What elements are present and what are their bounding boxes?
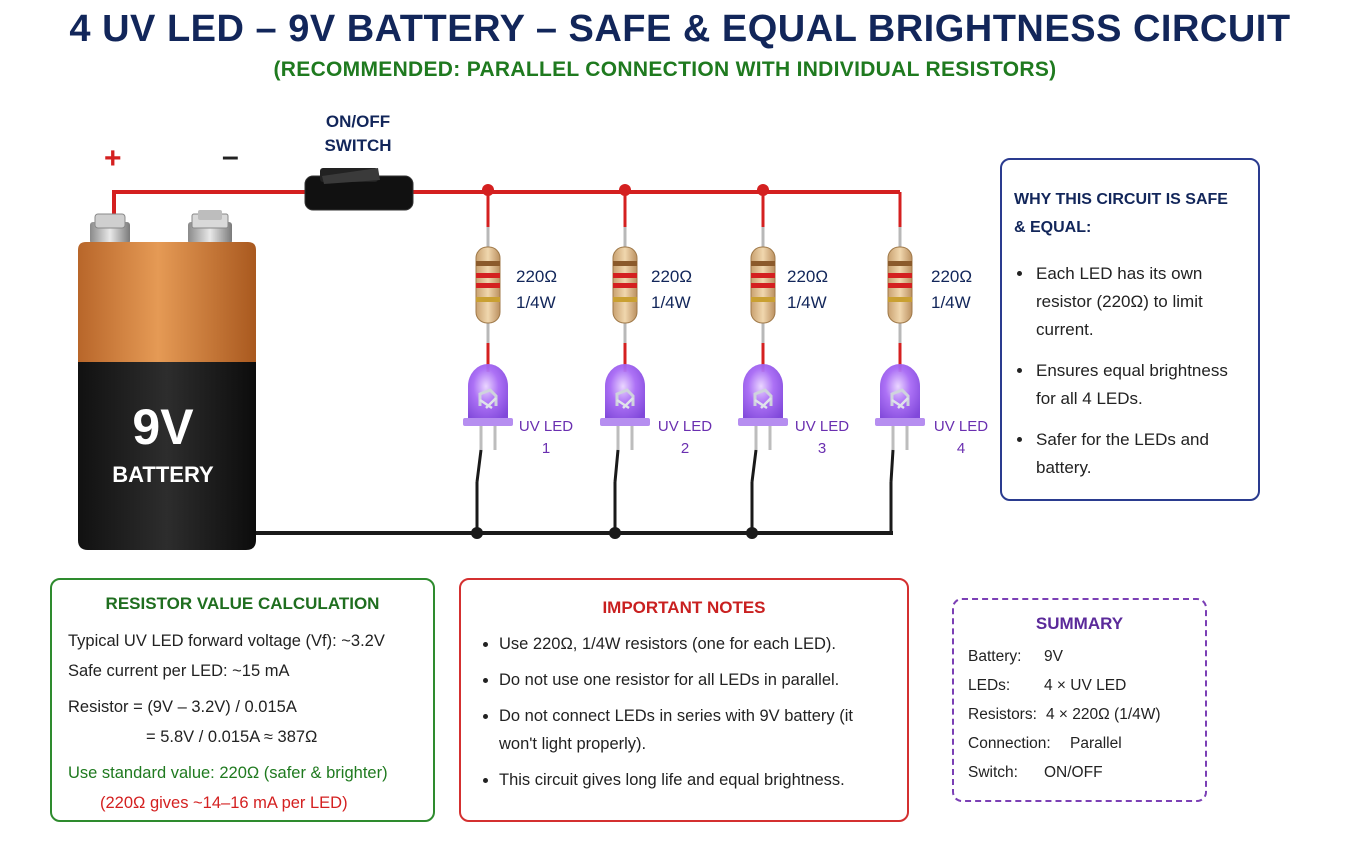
led-name: UV LED (657, 418, 713, 435)
resistor-value: 220Ω (931, 267, 973, 286)
list-item: Ensures equal brightness for all 4 LEDs. (1034, 357, 1244, 413)
important-notes-box: IMPORTANT NOTES Use 220Ω, 1/4W resistors… (459, 578, 909, 822)
summary-box: SUMMARY Battery: 9V LEDs: 4 × UV LED Resis… (952, 598, 1207, 802)
list-item: Do not use one resistor for all LEDs in … (499, 666, 887, 694)
list-item: Do not connect LEDs in series with 9V ba… (499, 702, 887, 758)
resistor-label-4: 220Ω 1/4W (931, 264, 972, 316)
summary-row: Switch: ON/OFF (968, 758, 1191, 787)
resistor-1 (474, 225, 502, 345)
resistor-calculation-box: RESISTOR VALUE CALCULATION Typical UV LE… (50, 578, 435, 822)
led-name: UV LED (933, 418, 989, 435)
led-name: UV LED (518, 418, 574, 435)
switch-label: ON/OFF SWITCH (300, 110, 416, 158)
battery-icon (78, 210, 256, 550)
resistor-power: 1/4W (787, 293, 827, 312)
summary-row: Connection: Parallel (968, 729, 1191, 758)
resistor-label-1: 220Ω 1/4W (516, 264, 557, 316)
battery-plus-sign: + (104, 142, 122, 175)
resistor-power: 1/4W (516, 293, 556, 312)
list-item: Safer for the LEDs and battery. (1034, 426, 1244, 482)
battery-name: BATTERY (112, 462, 214, 487)
notes-title: IMPORTANT NOTES (602, 598, 766, 617)
uv-led-3 (736, 362, 790, 452)
battery-voltage: 9V (132, 399, 194, 455)
led-label-1: UV LED 1 (516, 416, 576, 460)
calc-recommendation: Use standard value: 220Ω (safer & bright… (68, 764, 388, 782)
summary-value: 4 × 220Ω (1/4W) (1046, 706, 1161, 723)
resistor-label-3: 220Ω 1/4W (787, 264, 828, 316)
list-item: This circuit gives long life and equal b… (499, 766, 887, 794)
resistor-power: 1/4W (931, 293, 971, 312)
calc-line: Safe current per LED: ~15 mA (68, 662, 290, 680)
page-subtitle: (RECOMMENDED: PARALLEL CONNECTION WITH I… (273, 58, 1057, 81)
junction-dot (609, 527, 621, 539)
resistor-label-2: 220Ω 1/4W (651, 264, 692, 316)
summary-value: ON/OFF (1044, 764, 1103, 781)
summary-row: Battery: 9V (968, 642, 1191, 671)
summary-title: SUMMARY (1035, 614, 1124, 633)
resistor-power: 1/4W (651, 293, 691, 312)
why-title-line2: & EQUAL: (1014, 219, 1092, 236)
why-safe-list: Each LED has its own resistor (220Ω) to … (1014, 260, 1244, 482)
junction-dot (619, 184, 631, 196)
led-number: 1 (541, 440, 551, 457)
led-name: UV LED (794, 418, 850, 435)
calc-line: = 5.8V / 0.015A ≈ 387Ω (146, 728, 318, 746)
junction-dot (482, 184, 494, 196)
calc-line: Typical UV LED forward voltage (Vf): ~3.… (68, 632, 385, 650)
led-number: 4 (956, 440, 966, 457)
summary-key: LEDs: (968, 677, 1011, 694)
summary-value: 9V (1044, 648, 1063, 665)
calc-current-note: (220Ω gives ~14–16 mA per LED) (100, 794, 348, 812)
why-title-line1: WHY THIS CIRCUIT IS SAFE (1014, 191, 1228, 208)
resistor-2 (611, 225, 639, 345)
summary-key: Battery: (968, 648, 1022, 665)
page-title: 4 UV LED – 9V BATTERY – SAFE & EQUAL BRI… (69, 8, 1291, 50)
battery-minus-sign: – (222, 140, 239, 173)
resistor-value: 220Ω (516, 267, 558, 286)
uv-led-1 (461, 362, 515, 452)
led-number: 2 (680, 440, 690, 457)
summary-key: Resistors: (968, 706, 1037, 723)
why-safe-box: WHY THIS CIRCUIT IS SAFE & EQUAL: Each L… (1000, 158, 1260, 501)
led-number: 3 (817, 440, 827, 457)
switch-icon (304, 168, 414, 211)
resistor-value: 220Ω (787, 267, 829, 286)
summary-row: LEDs: 4 × UV LED (968, 671, 1191, 700)
list-item: Each LED has its own resistor (220Ω) to … (1034, 260, 1244, 344)
summary-key: Switch: (968, 764, 1018, 781)
junction-dot (471, 527, 483, 539)
notes-list: Use 220Ω, 1/4W resistors (one for each L… (481, 630, 887, 794)
why-safe-title: WHY THIS CIRCUIT IS SAFE & EQUAL: (1014, 186, 1244, 242)
junction-dot (746, 527, 758, 539)
summary-row: Resistors: 4 × 220Ω (1/4W) (968, 700, 1191, 729)
list-item: Use 220Ω, 1/4W resistors (one for each L… (499, 630, 887, 658)
led-label-3: UV LED 3 (792, 416, 852, 460)
led-label-4: UV LED 4 (931, 416, 991, 460)
resistor-value: 220Ω (651, 267, 693, 286)
switch-label-line1: ON/OFF (325, 112, 391, 131)
summary-key: Connection: (968, 735, 1051, 752)
uv-led-4 (873, 362, 927, 452)
resistor-4 (886, 225, 914, 345)
calc-line: Resistor = (9V – 3.2V) / 0.015A (68, 698, 297, 716)
circuit-diagram (78, 168, 927, 550)
resistor-3 (749, 225, 777, 345)
led-label-2: UV LED 2 (655, 416, 715, 460)
summary-value: Parallel (1070, 735, 1122, 752)
summary-value: 4 × UV LED (1044, 677, 1127, 694)
calc-title: RESISTOR VALUE CALCULATION (105, 594, 380, 613)
uv-led-2 (598, 362, 652, 452)
switch-label-line2: SWITCH (324, 136, 392, 155)
junction-dot (757, 184, 769, 196)
